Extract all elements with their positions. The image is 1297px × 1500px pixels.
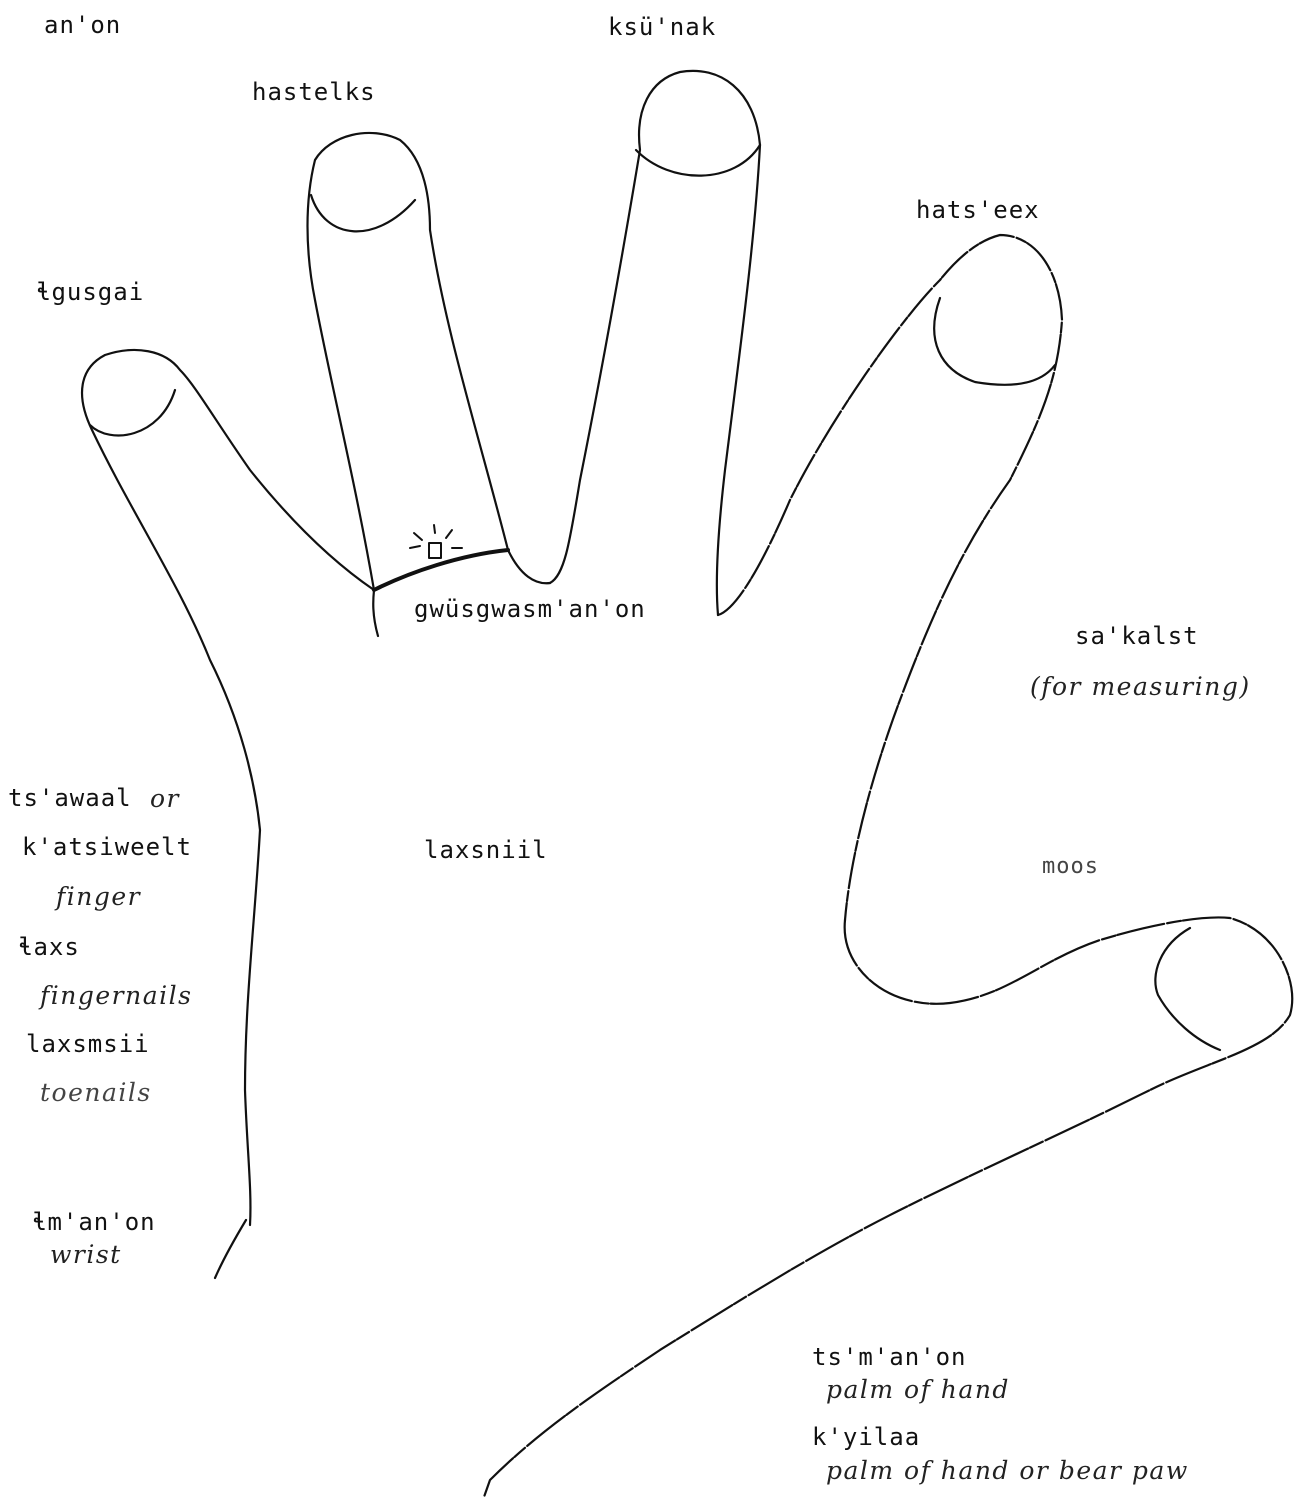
gloss-fingernails: fingernails	[40, 983, 192, 1008]
thumb-outline	[484, 917, 1292, 1497]
label-finger-or: or	[150, 786, 180, 811]
little-fingernail	[90, 390, 175, 435]
gloss-palm-1: palm of hand	[826, 1377, 1010, 1402]
label-palm-term-1: ts'm'an'on	[812, 1345, 967, 1369]
label-fingernails-term: ɬaxs	[18, 935, 80, 959]
thumbnail	[1155, 928, 1220, 1050]
gloss-toenails: toenails	[40, 1080, 152, 1105]
middle-fingernail	[636, 145, 760, 176]
label-ring-finger: hastelks	[252, 80, 376, 104]
index-finger-outline	[718, 235, 1062, 920]
gloss-measuring: (for measuring)	[1030, 674, 1251, 699]
gloss-finger: finger	[56, 884, 141, 909]
ring-sparkle	[410, 525, 462, 548]
label-whole-hand: an'on	[44, 13, 121, 37]
label-thumb: moos	[1042, 856, 1099, 878]
label-palm-term-2: k'yilaa	[812, 1425, 920, 1449]
ring-gem	[429, 543, 441, 558]
label-index-finger: hats'eex	[916, 198, 1040, 222]
label-finger-term-2: k'atsiweelt	[22, 835, 192, 859]
label-finger-term-1: ts'awaal	[8, 786, 132, 810]
label-measuring-term: sa'kalst	[1075, 624, 1199, 648]
wrist-stub	[215, 1220, 246, 1278]
label-wrist-term: ɬm'an'on	[32, 1210, 156, 1234]
label-little-finger: ɬgusgai	[36, 280, 144, 304]
middle-finger-outline	[550, 71, 760, 615]
gloss-wrist: wrist	[50, 1242, 122, 1267]
gloss-palm-2: palm of hand or bear paw	[826, 1458, 1189, 1483]
index-fingernail	[934, 298, 1055, 385]
label-middle-finger: ksü'nak	[608, 15, 716, 39]
label-toenails-term: laxsmsii	[26, 1032, 150, 1056]
ring-finger-outline	[308, 133, 551, 590]
ring-fingernail	[311, 195, 415, 231]
label-ring: gwüsgwasm'an'on	[414, 597, 646, 621]
label-back-of-hand: laxsniil	[424, 838, 548, 862]
